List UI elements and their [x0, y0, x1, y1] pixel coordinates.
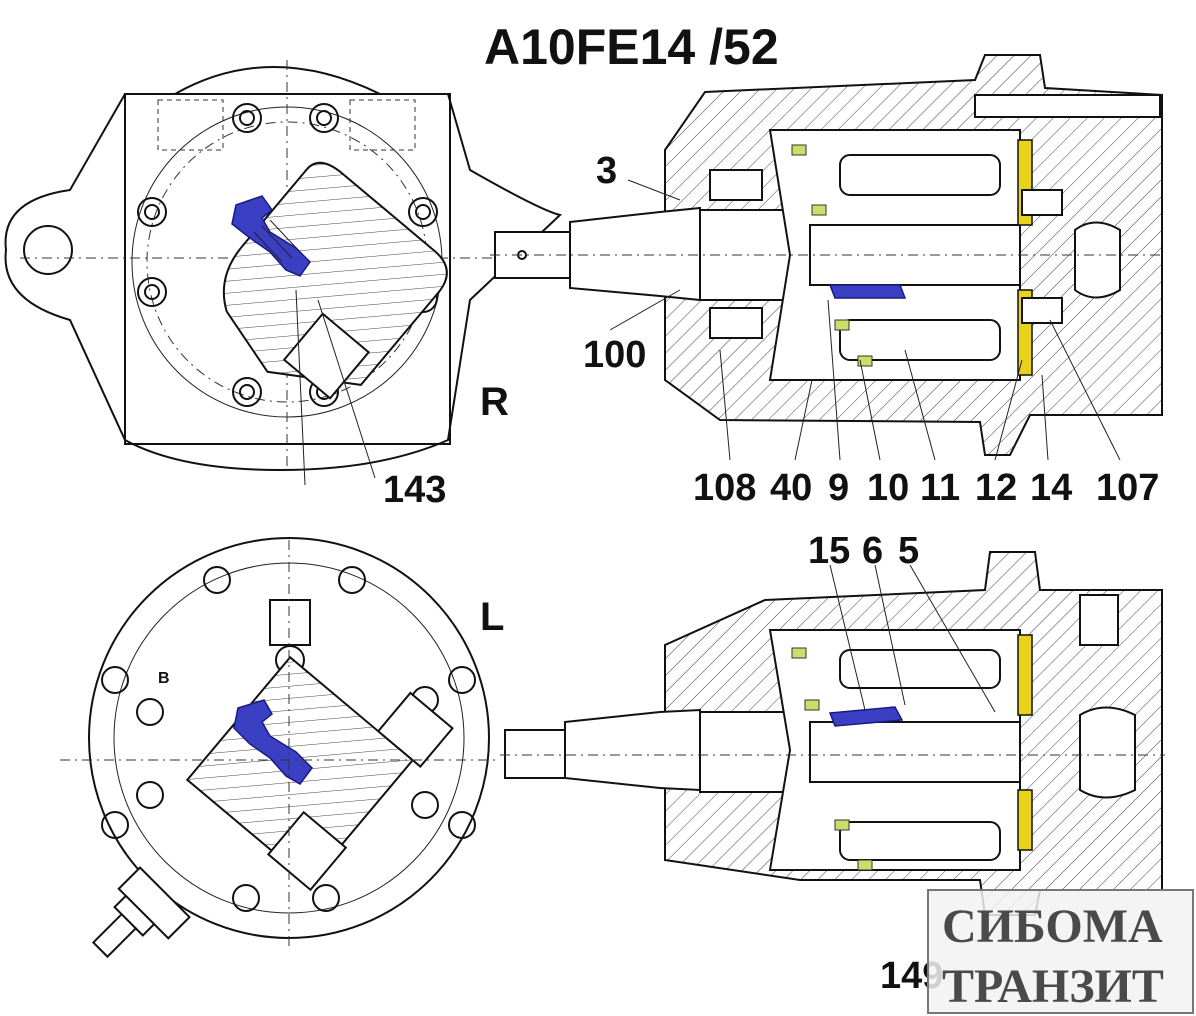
slipper-seals-green [791, 144, 873, 367]
drawing-title: A10FE14 /52 [484, 19, 779, 75]
leader-line-143b [317, 299, 376, 479]
callout-labels: 3 100 R L 143 108 40 9 10 11 12 14 107 1… [383, 150, 1159, 997]
housing-bolt [974, 94, 1161, 118]
callout-15: 15 [808, 530, 850, 572]
cylinder-shaft-bottom [809, 721, 1021, 783]
callout-11: 11 [920, 467, 960, 509]
bolt-holes-top-view [137, 103, 438, 407]
callout-100: 100 [583, 334, 646, 376]
callout-12: 12 [975, 467, 1017, 509]
piston-upper-bottom [839, 649, 1001, 689]
callout-14: 14 [1030, 467, 1072, 509]
retaining-plate-blue [828, 284, 907, 299]
watermark-logo: СИБОМА ТРАНЗИТ [927, 889, 1194, 1014]
callout-6: 6 [862, 530, 883, 572]
front-view-left: B [60, 537, 500, 959]
callout-10: 10 [867, 467, 909, 509]
electrical-connector [91, 866, 191, 959]
piston-upper [839, 154, 1001, 196]
callout-108: 108 [693, 467, 756, 509]
piston-lower [839, 319, 1001, 361]
bearing-rear [1021, 189, 1063, 324]
port-bore-bottom [1079, 706, 1136, 799]
shaft-key-end-bottom [504, 729, 566, 779]
piston-lower-bottom [839, 821, 1001, 861]
control-valve-body-top [222, 161, 448, 400]
front-view-right [4, 60, 563, 486]
control-valve-spool-top [231, 195, 311, 277]
callout-3: 3 [596, 150, 617, 192]
bearing-front [709, 169, 763, 339]
port-bore [1074, 221, 1121, 299]
mark-b: B [158, 670, 170, 687]
section-view-left [500, 551, 1165, 916]
control-valve-body-bottom [185, 655, 454, 892]
port-hidden-left [157, 99, 224, 151]
top-port-plug [269, 599, 311, 646]
view-label-l: L [480, 595, 504, 639]
callout-107: 107 [1096, 467, 1159, 509]
callout-leaders-bottom [829, 564, 996, 713]
drive-shaft-taper [569, 206, 701, 302]
callout-leaders-top [609, 179, 1121, 461]
leader-line-143a [295, 289, 306, 486]
view-label-r: R [480, 380, 509, 424]
top-plug-bottom [1079, 594, 1119, 646]
callout-40: 40 [770, 467, 812, 509]
control-valve-spool-bottom [233, 699, 313, 785]
slipper-seals-green-bottom [791, 647, 873, 871]
watermark-line1: СИБОМА [942, 900, 1163, 953]
callout-9: 9 [828, 467, 849, 509]
callout-5: 5 [898, 530, 919, 572]
flange-mounting-hole [23, 225, 73, 275]
control-plate-lower-bottom [1017, 789, 1033, 851]
control-plate-upper-bottom [1017, 634, 1033, 716]
retaining-plate-blue-bottom [828, 706, 904, 727]
watermark-line2: ТРАНЗИТ [942, 960, 1164, 1013]
callout-143: 143 [383, 469, 446, 511]
drive-shaft-taper-bottom [564, 708, 701, 792]
port-hidden-right [349, 99, 416, 151]
mounting-flange-outline [4, 66, 563, 472]
section-view-right [490, 54, 1165, 461]
